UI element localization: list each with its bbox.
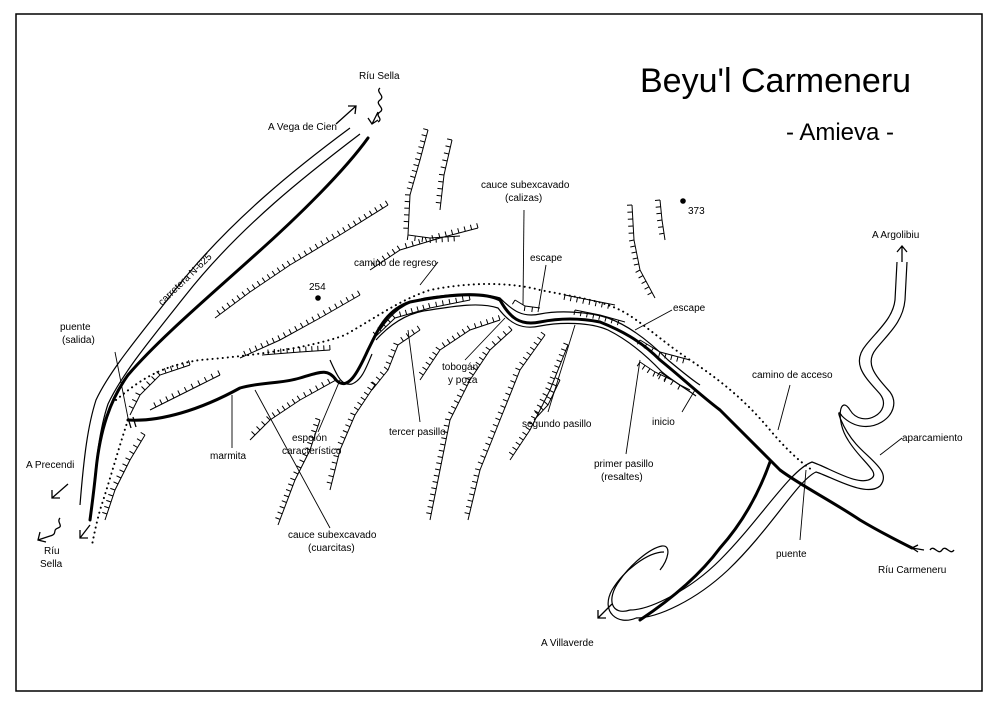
cliff-ticks	[511, 299, 533, 313]
label-villaverde: A Villaverde	[541, 638, 594, 649]
spot-height-254	[315, 295, 321, 301]
cliff-ticks	[128, 360, 191, 409]
label-segundo-pasillo: segundo pasillo	[522, 419, 592, 430]
label-marmita: marmita	[210, 451, 247, 462]
bridge-salida-mark	[127, 416, 137, 429]
direction-arrows	[37, 105, 908, 619]
river-carmeneru-squiggle-icon	[929, 547, 955, 553]
map-title: Beyu'l Carmeneru	[640, 62, 911, 100]
cliff-ticks	[563, 294, 610, 309]
label-tercer-pasillo: tercer pasillo	[389, 427, 446, 438]
label-tobogan-1: tobogán	[442, 362, 478, 373]
label-precendi: A Precendi	[26, 460, 74, 471]
label-camino-acceso: camino de acceso	[752, 370, 833, 381]
cliff-line	[329, 384, 376, 491]
cliff-ticks	[216, 200, 389, 315]
cliff-ticks	[403, 128, 455, 244]
cliff-ticks	[102, 431, 146, 515]
cliff-hachures	[102, 128, 691, 526]
label-cauce-cuarcitas-2: (cuarcitas)	[308, 543, 355, 554]
river-source-squiggle-icon	[377, 87, 383, 123]
cliff-line	[104, 434, 146, 521]
cliff-ticks	[573, 309, 620, 326]
cliff-ticks	[418, 315, 501, 376]
label-riu-sella-bottom-1: Ríu	[44, 546, 60, 557]
cliff-line	[514, 299, 541, 309]
label-373: 373	[688, 206, 705, 217]
cliff-ticks	[251, 375, 337, 436]
cliff-ticks	[372, 295, 471, 336]
cliff-line	[149, 374, 221, 411]
label-tobogan-2: y poza	[448, 375, 478, 386]
cliff-ticks	[267, 344, 331, 355]
label-cauce-calizas-1: cauce subexcavado	[481, 180, 570, 191]
access-road	[607, 261, 908, 621]
cliff-line	[429, 329, 513, 521]
label-espolon-1: espolón	[292, 433, 327, 444]
cliff-ticks	[243, 290, 361, 356]
cliff-line	[509, 344, 569, 461]
cliff-line	[249, 379, 337, 441]
cliff-ticks	[656, 371, 681, 390]
river-carmeneru	[126, 293, 914, 550]
map-subtitle: - Amieva -	[786, 119, 894, 146]
river-carmeneru-branch	[638, 460, 772, 622]
cliff-ticks	[153, 370, 221, 408]
label-camino-regreso: camino de regreso	[354, 258, 437, 269]
arrow-riu-sella-2-icon	[79, 524, 91, 539]
label-primer-pasillo-2: (resaltes)	[601, 472, 643, 483]
cliff-ticks	[508, 342, 569, 456]
spot-height-373	[680, 198, 686, 204]
label-inicio: inicio	[652, 417, 675, 428]
river-flow-arrow-icon	[367, 111, 379, 125]
label-vega-de-cien: A Vega de Cien	[268, 122, 337, 133]
trail-exit	[91, 419, 129, 546]
cliff-ticks	[435, 138, 453, 204]
cliff-ticks	[371, 223, 479, 267]
cliff-line	[407, 129, 461, 239]
label-puente-salida-2: (salida)	[62, 335, 95, 346]
cliff-ticks	[636, 339, 685, 364]
label-riu-sella-top: Ríu Sella	[359, 71, 400, 82]
cliff-ticks	[464, 331, 546, 515]
label-riu-carmeneru: Ríu Carmeneru	[878, 565, 946, 576]
leader-lines	[114, 209, 903, 541]
cliff-ticks	[326, 381, 376, 484]
label-primer-pasillo-1: primer pasillo	[594, 459, 654, 470]
cliff-ticks	[275, 417, 321, 520]
river-carmeneru-arrow-icon	[910, 544, 925, 553]
label-escape-2: escape	[673, 303, 706, 314]
canyon-walls	[329, 293, 701, 397]
label-puente-salida-1: puente	[60, 322, 91, 333]
arrow-vega-de-cien-icon	[335, 105, 357, 125]
label-riu-sella-bottom-2: Sella	[40, 559, 63, 570]
label-argolibiu: A Argolibiu	[872, 230, 919, 241]
cliff-line	[371, 329, 421, 391]
map-frame	[15, 13, 983, 692]
cliff-ticks	[636, 361, 667, 383]
cliff-ticks	[654, 199, 665, 235]
cliff-ticks	[626, 204, 653, 296]
cliff-ticks	[534, 377, 561, 416]
arrow-villaverde-icon	[597, 603, 613, 619]
cliff-line	[631, 204, 656, 299]
label-cauce-cuarcitas-1: cauce subexcavado	[288, 530, 377, 541]
label-aparcamiento: aparcamiento	[902, 433, 963, 444]
cliff-line	[129, 364, 191, 416]
cliff-ticks	[426, 325, 513, 515]
cliff-line	[239, 294, 361, 359]
arrow-argolibiu-icon	[896, 244, 908, 262]
label-254: 254	[309, 282, 326, 293]
arrow-riu-sella-icon	[37, 517, 61, 543]
river-sella	[88, 136, 370, 522]
label-cauce-calizas-2: (calizas)	[505, 193, 542, 204]
arrow-precendi-icon	[51, 483, 69, 499]
cliff-ticks	[371, 325, 421, 386]
label-puente: puente	[776, 549, 807, 560]
label-escape-1: escape	[530, 253, 563, 264]
label-espolon-2: característico	[282, 446, 342, 457]
cliff-line	[261, 349, 331, 356]
